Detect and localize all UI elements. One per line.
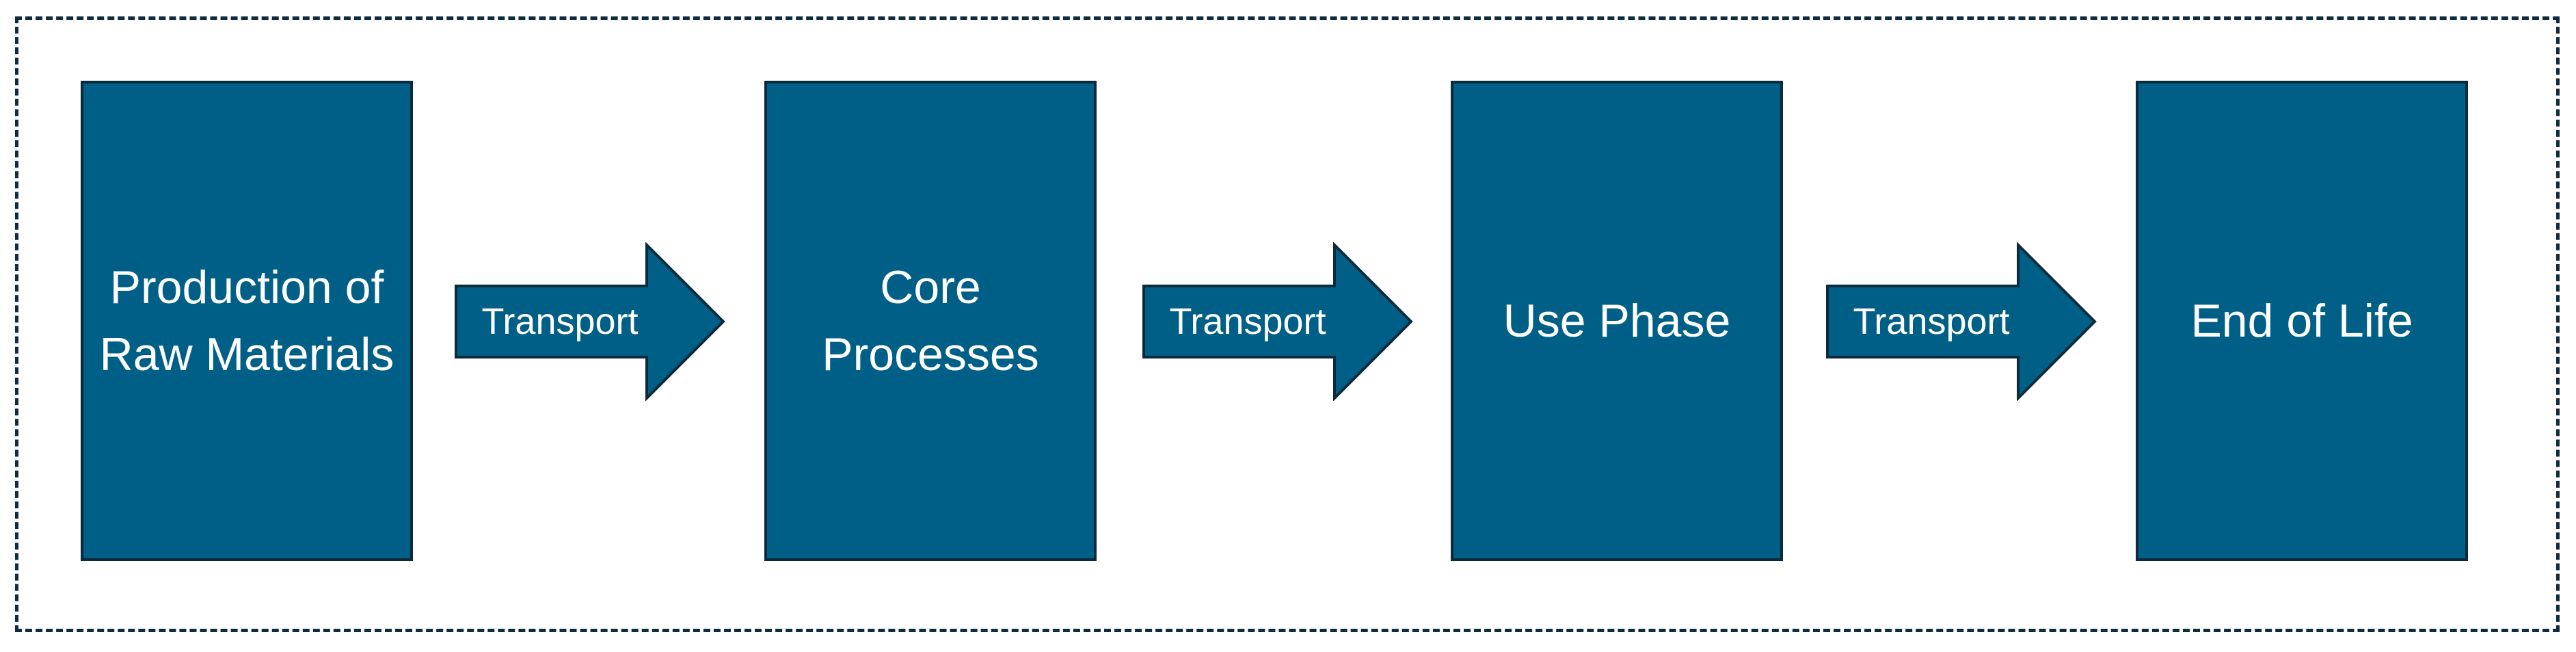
connector-label: Transport — [481, 301, 639, 342]
stage-label: End of Life — [2190, 295, 2413, 347]
stage-label: Core Processes — [822, 261, 1039, 380]
right-arrow-icon — [1142, 242, 1413, 401]
lifecycle-boundary-frame — [15, 16, 2560, 632]
transport-arrow-icon: Transport — [1142, 242, 1414, 401]
connector-label: Transport — [1853, 301, 2010, 342]
stage-label: Production of Raw Materials — [99, 261, 394, 380]
connector-label: Transport — [1169, 301, 1326, 342]
right-arrow-icon — [1826, 242, 2097, 401]
stage-production-of-raw-materials: Production of Raw Materials — [81, 81, 413, 561]
right-arrow-icon — [455, 242, 725, 401]
stage-end-of-life: End of Life — [2136, 81, 2468, 561]
transport-arrow-icon: Transport — [454, 242, 726, 401]
stage-use-phase: Use Phase — [1451, 81, 1783, 561]
transport-arrow-icon: Transport — [1825, 242, 2097, 401]
stage-core-processes: Core Processes — [764, 81, 1097, 561]
stage-label: Use Phase — [1503, 295, 1731, 347]
